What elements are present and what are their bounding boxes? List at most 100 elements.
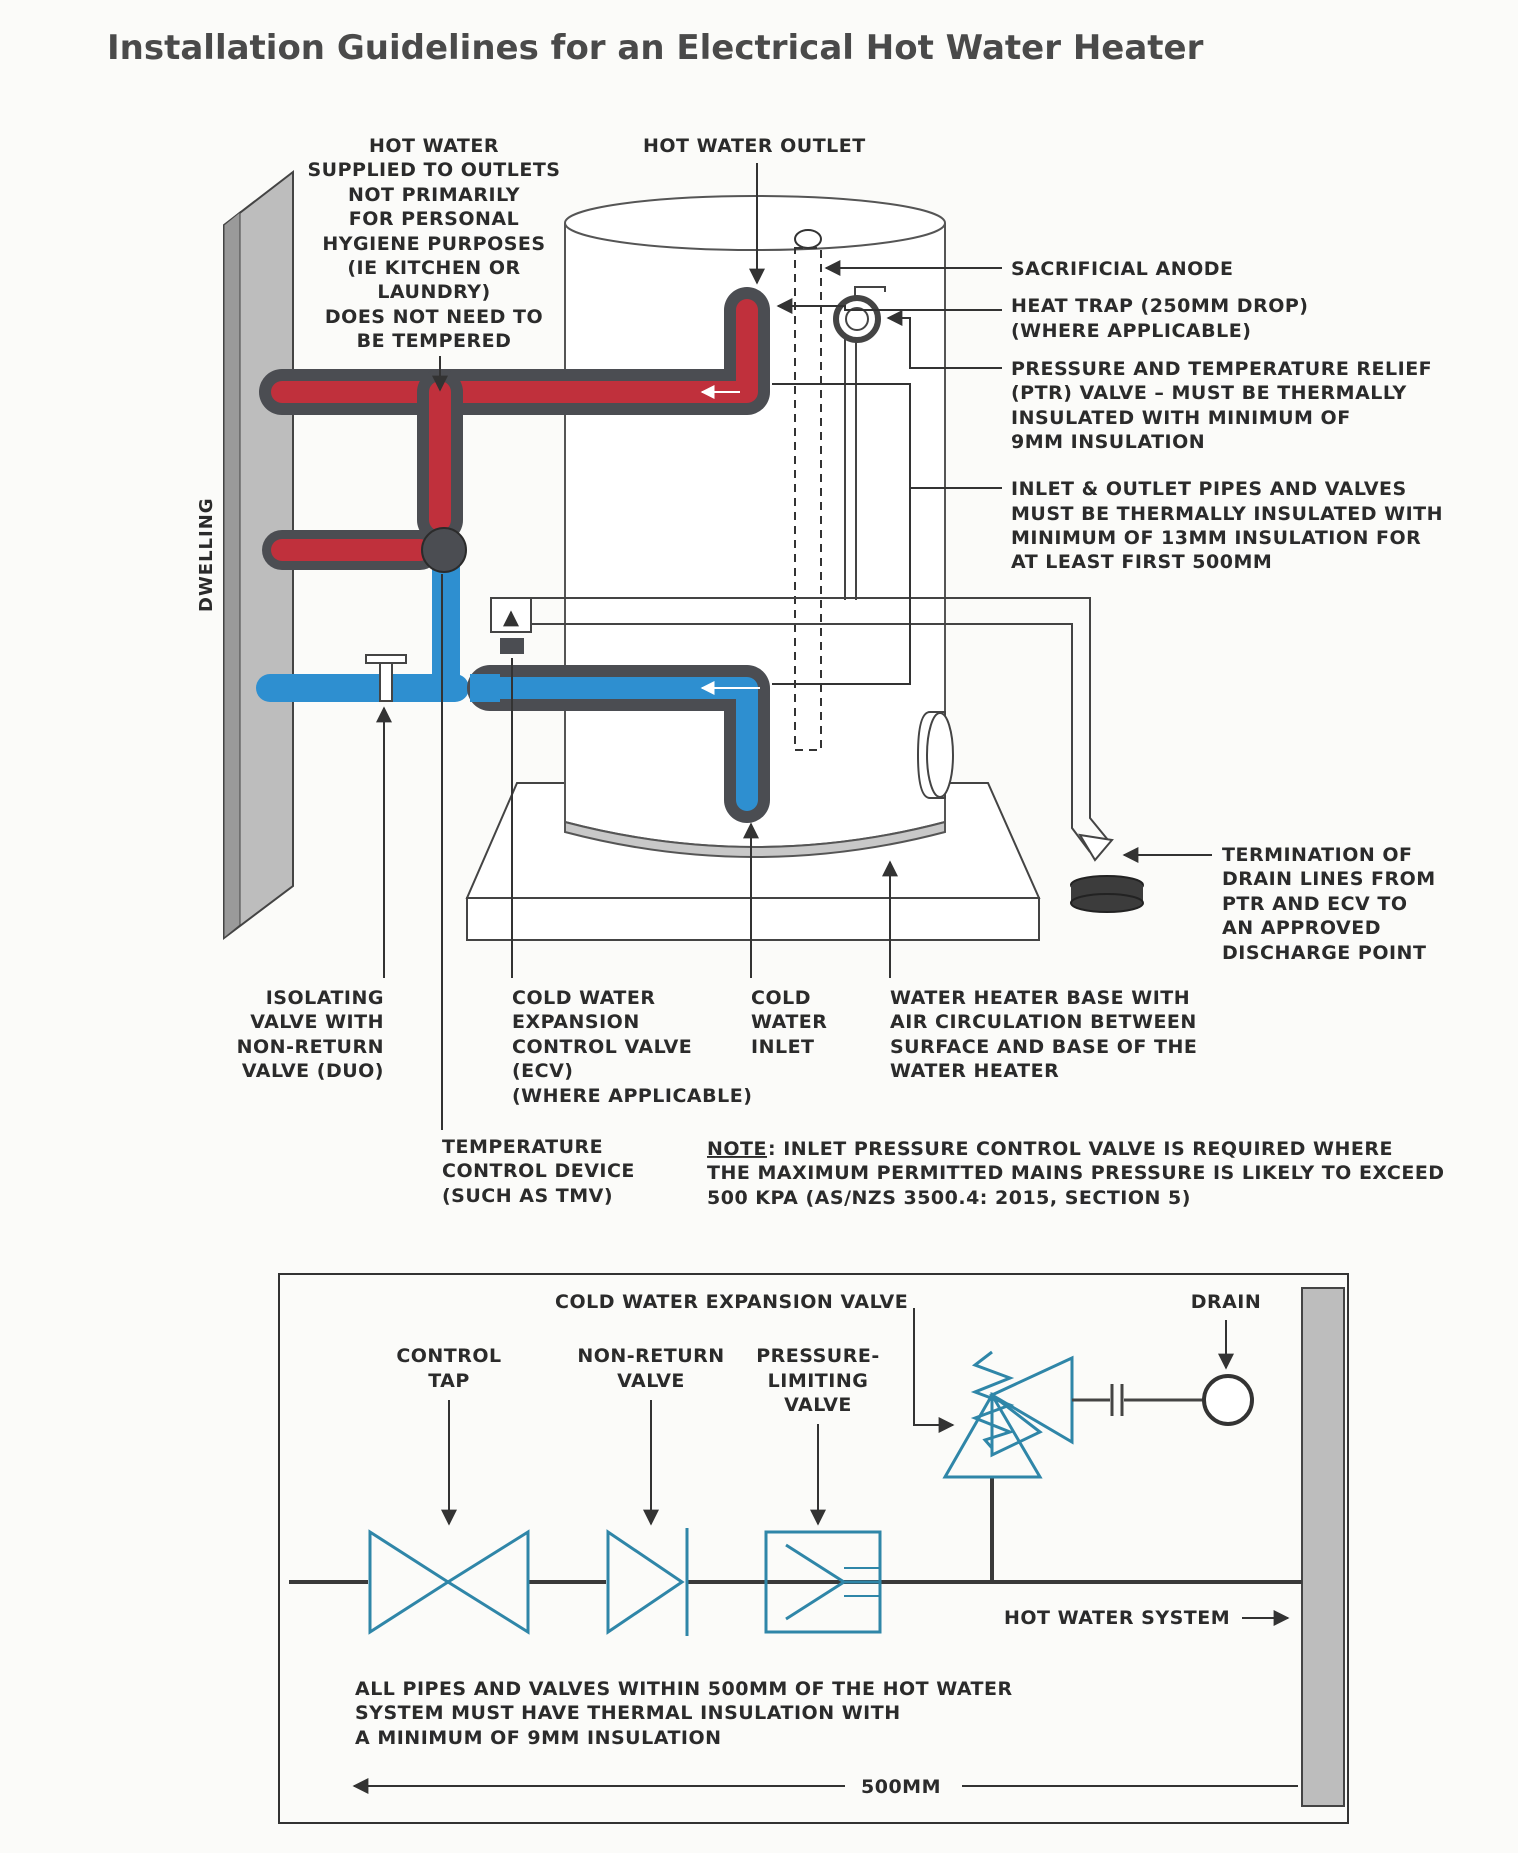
svg-text:WATER HEATER BASE WITH: WATER HEATER BASE WITH — [890, 987, 1190, 1009]
hot-water-pipes — [259, 287, 770, 570]
svg-text:NOT PRIMARILY: NOT PRIMARILY — [348, 184, 520, 206]
termination-label: TERMINATION OF DRAIN LINES FROM PTR AND … — [1222, 844, 1436, 964]
thermostat-cover — [916, 711, 954, 799]
dwelling-wall — [223, 169, 294, 941]
svg-text:AIR CIRCULATION BETWEEN: AIR CIRCULATION BETWEEN — [890, 1011, 1197, 1033]
cold-expansion-valve-leader — [913, 1308, 955, 1433]
control-tap-label: CONTROL TAP — [396, 1345, 501, 1392]
discharge-point — [1070, 875, 1144, 913]
svg-text:TERMINATION OF: TERMINATION OF — [1222, 844, 1413, 866]
svg-text:PRESSURE-: PRESSURE- — [756, 1345, 879, 1367]
svg-text:HEAT TRAP (250MM DROP): HEAT TRAP (250MM DROP) — [1011, 295, 1308, 317]
svg-text:AN APPROVED: AN APPROVED — [1222, 917, 1381, 939]
isolating-valve-label: ISOLATING VALVE WITH NON-RETURN VALVE (D… — [237, 987, 384, 1082]
distance-label: 500MM — [861, 1776, 941, 1798]
svg-text:WATER HEATER: WATER HEATER — [890, 1060, 1059, 1082]
heat-trap-label: HEAT TRAP (250MM DROP) (WHERE APPLICABLE… — [1011, 295, 1308, 342]
heater-base-label: WATER HEATER BASE WITH AIR CIRCULATION B… — [890, 987, 1197, 1082]
drain-termination — [1078, 833, 1114, 862]
svg-text:SUPPLIED TO OUTLETS: SUPPLIED TO OUTLETS — [307, 159, 560, 181]
ptr-valve-label: PRESSURE AND TEMPERATURE RELIEF (PTR) VA… — [1011, 358, 1432, 453]
svg-text:HYGIENE PURPOSES: HYGIENE PURPOSES — [322, 233, 545, 255]
svg-text:CONTROL DEVICE: CONTROL DEVICE — [442, 1160, 635, 1182]
sacrificial-anode — [794, 229, 822, 751]
isolating-valve — [365, 654, 407, 702]
svg-text:DOES NOT NEED TO: DOES NOT NEED TO — [325, 306, 543, 328]
svg-text:NOTE: NOTE — [707, 1138, 767, 1160]
svg-text:ALL PIPES AND VALVES WITHIN 50: ALL PIPES AND VALVES WITHIN 500MM OF THE… — [355, 1678, 1013, 1700]
svg-text:SURFACE AND BASE OF THE: SURFACE AND BASE OF THE — [890, 1036, 1197, 1058]
svg-text:INSULATED WITH MINIMUM OF: INSULATED WITH MINIMUM OF — [1011, 407, 1351, 429]
inlet-outlet-leader-top — [772, 383, 1002, 489]
non-return-label: NON-RETURN VALVE — [577, 1345, 724, 1392]
svg-text:VALVE: VALVE — [617, 1370, 685, 1392]
svg-text:DISCHARGE POINT: DISCHARGE POINT — [1222, 942, 1426, 964]
svg-text:: INLET PRESSURE CONTROL VALVE: : INLET PRESSURE CONTROL VALVE IS REQUIR… — [768, 1138, 1393, 1160]
temperature-device-label: TEMPERATURE CONTROL DEVICE (SUCH AS TMV) — [442, 1136, 635, 1207]
svg-text:SYSTEM MUST HAVE THERMAL INSUL: SYSTEM MUST HAVE THERMAL INSULATION WITH — [355, 1702, 901, 1724]
svg-text:VALVE: VALVE — [784, 1394, 852, 1416]
svg-text:LIMITING: LIMITING — [768, 1370, 869, 1392]
control-tap-symbol — [368, 1529, 530, 1635]
svg-text:HOT WATER: HOT WATER — [369, 135, 499, 157]
hot-water-outlet-label: HOT WATER OUTLET — [643, 135, 866, 157]
svg-text:FOR PERSONAL: FOR PERSONAL — [349, 208, 519, 230]
svg-text:COLD WATER: COLD WATER — [512, 987, 656, 1009]
cold-expansion-valve-label: COLD WATER EXPANSION VALVE — [555, 1291, 908, 1313]
svg-text:VALVE WITH: VALVE WITH — [250, 1011, 384, 1033]
hot-water-system-label: HOT WATER SYSTEM — [1004, 1607, 1230, 1629]
ecv-valve — [490, 597, 532, 654]
ptr-valve-leader — [886, 310, 1002, 369]
svg-text:ISOLATING: ISOLATING — [266, 987, 384, 1009]
heat-trap-leader — [776, 298, 1002, 314]
svg-text:LAUNDRY): LAUNDRY) — [377, 281, 490, 303]
insulation-note: ALL PIPES AND VALVES WITHIN 500MM OF THE… — [355, 1678, 1013, 1749]
svg-text:COLD: COLD — [751, 987, 811, 1009]
svg-text:TEMPERATURE: TEMPERATURE — [442, 1136, 603, 1158]
pressure-limiting-label: PRESSURE- LIMITING VALVE — [756, 1345, 879, 1416]
tmv-valve — [421, 527, 467, 573]
heat-trap — [833, 295, 881, 343]
svg-text:INLET: INLET — [751, 1036, 815, 1058]
svg-text:PTR AND ECV TO: PTR AND ECV TO — [1222, 893, 1407, 915]
dwelling-label: DWELLING — [196, 497, 217, 612]
svg-text:DRAIN LINES FROM: DRAIN LINES FROM — [1222, 868, 1436, 890]
svg-text:MINIMUM OF 13MM INSULATION FOR: MINIMUM OF 13MM INSULATION FOR — [1011, 527, 1421, 549]
svg-text:(PTR) VALVE – MUST BE THERMALL: (PTR) VALVE – MUST BE THERMALLY — [1011, 382, 1407, 404]
svg-text:(WHERE APPLICABLE): (WHERE APPLICABLE) — [512, 1085, 752, 1107]
svg-text:A MINIMUM OF 9MM INSULATION: A MINIMUM OF 9MM INSULATION — [355, 1727, 722, 1749]
svg-text:MUST BE THERMALLY INSULATED WI: MUST BE THERMALLY INSULATED WITH — [1011, 503, 1443, 525]
svg-text:CONTROL: CONTROL — [396, 1345, 501, 1367]
svg-text:(WHERE APPLICABLE): (WHERE APPLICABLE) — [1011, 320, 1251, 342]
svg-text:AT LEAST FIRST 500MM: AT LEAST FIRST 500MM — [1011, 551, 1272, 573]
sacrificial-anode-label: SACRIFICIAL ANODE — [1011, 258, 1234, 280]
svg-text:9MM INSULATION: 9MM INSULATION — [1011, 431, 1205, 453]
svg-text:PRESSURE AND TEMPERATURE RELIE: PRESSURE AND TEMPERATURE RELIEF — [1011, 358, 1432, 380]
svg-text:INLET & OUTLET PIPES AND VALVE: INLET & OUTLET PIPES AND VALVES — [1011, 478, 1407, 500]
non-return-valve-symbol — [606, 1528, 689, 1636]
note-text: NOTE : INLET PRESSURE CONTROL VALVE IS R… — [707, 1138, 1444, 1209]
svg-text:TAP: TAP — [428, 1370, 470, 1392]
svg-text:VALVE (DUO): VALVE (DUO) — [242, 1060, 384, 1082]
page-title: Installation Guidelines for an Electrica… — [107, 28, 1204, 68]
cold-expansion-label: COLD WATER EXPANSION CONTROL VALVE (ECV)… — [512, 987, 752, 1107]
drain-label: DRAIN — [1191, 1291, 1262, 1313]
svg-text:(ECV): (ECV) — [512, 1060, 574, 1082]
inlet-outlet-pipes-label: INLET & OUTLET PIPES AND VALVES MUST BE … — [1011, 478, 1443, 573]
svg-text:NON-RETURN: NON-RETURN — [577, 1345, 724, 1367]
svg-text:(IE KITCHEN OR: (IE KITCHEN OR — [347, 257, 520, 279]
svg-text:EXPANSION: EXPANSION — [512, 1011, 640, 1033]
ecv-drain-line — [530, 597, 1109, 841]
svg-text:(SUCH AS TMV): (SUCH AS TMV) — [442, 1185, 613, 1207]
hot-water-supplied-label: HOT WATER SUPPLIED TO OUTLETS NOT PRIMAR… — [307, 135, 560, 352]
schematic-wall — [1301, 1287, 1345, 1807]
schematic-frame — [278, 1273, 1349, 1824]
inlet-outlet-leader-bottom — [772, 488, 911, 685]
expansion-valve-symbol — [942, 1350, 1204, 1479]
svg-text:NON-RETURN: NON-RETURN — [237, 1036, 384, 1058]
cold-inlet-label: COLD WATER INLET — [751, 987, 827, 1058]
pressure-limiting-valve-symbol — [764, 1530, 882, 1634]
svg-text:CONTROL VALVE: CONTROL VALVE — [512, 1036, 692, 1058]
